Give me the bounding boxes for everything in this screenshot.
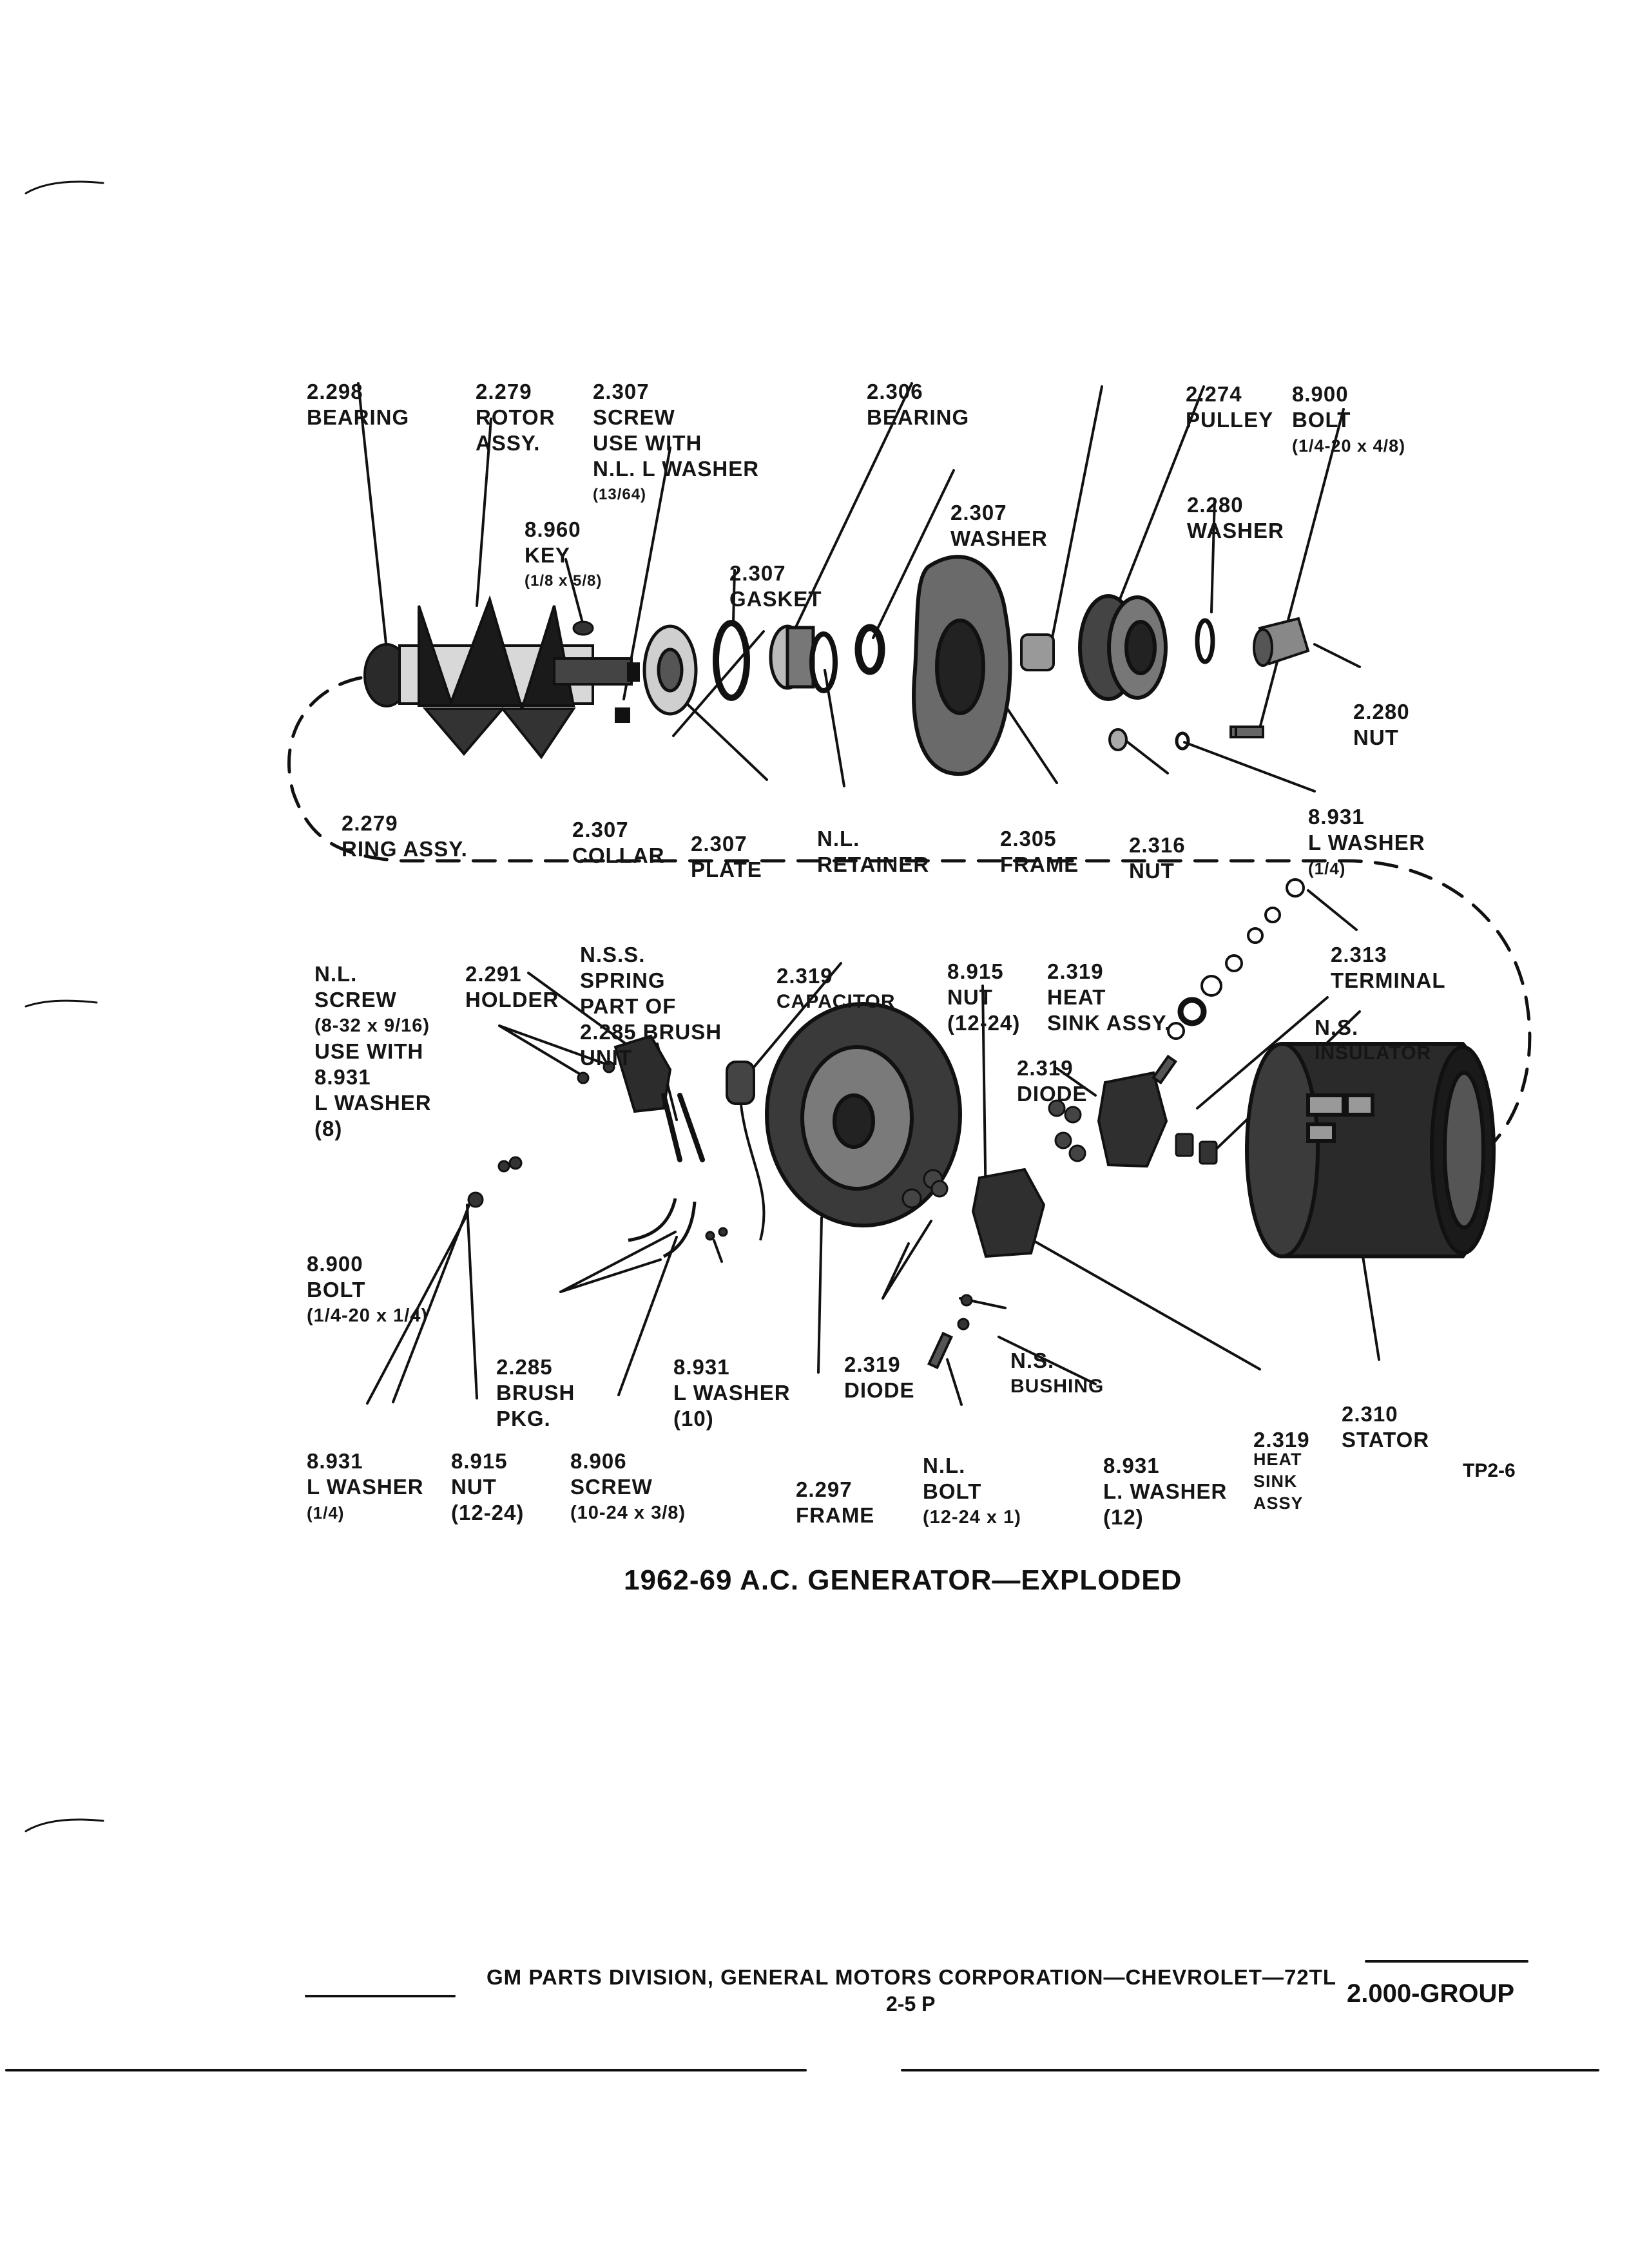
small-l-washer <box>1175 731 1190 751</box>
stator <box>1245 1042 1496 1258</box>
through-bolt <box>1229 726 1264 738</box>
footer-page-number: 2-5 P <box>886 1992 936 2015</box>
brush-package <box>628 1198 697 1258</box>
lower-bolt <box>467 1156 523 1208</box>
figure-id: TP2-6 <box>1463 1460 1516 1481</box>
label-heat-sink-number: 2.319 <box>1253 1428 1310 1452</box>
heat-sink-upper <box>1097 1071 1168 1168</box>
insulators <box>1175 1133 1218 1165</box>
rear-bearing <box>1020 633 1055 671</box>
slip-ring-end-frame <box>765 1002 962 1227</box>
heat-sink-lower <box>971 1168 1046 1258</box>
capacitor <box>726 1061 766 1241</box>
rotor-assembly <box>363 595 640 760</box>
diodes-left <box>901 1169 949 1209</box>
screws-and-washers <box>577 1061 615 1084</box>
assembly-connector-dashed-line <box>287 676 1532 1169</box>
label-retainer-nl: N.L.RETAINER <box>817 827 930 876</box>
diodes-right <box>1048 1099 1086 1162</box>
collar <box>615 707 630 723</box>
lower-nl-bolt <box>927 1331 953 1370</box>
terminal-bolt <box>1152 1054 1177 1085</box>
margin-mark-middle <box>24 999 98 1008</box>
bushing <box>957 1294 973 1331</box>
plate <box>642 624 698 716</box>
margin-mark-bottom <box>24 1818 104 1832</box>
small-screw <box>705 1227 728 1241</box>
key <box>572 620 594 636</box>
retainer <box>809 631 838 693</box>
margin-mark-top <box>24 180 104 195</box>
brush-springs <box>661 1093 705 1162</box>
footer-group: 2.000-GROUP <box>1347 1979 1515 2008</box>
diagram-title: 1962-69 A.C. GENERATOR—EXPLODED <box>624 1564 1182 1596</box>
pulley-washer <box>1195 618 1215 664</box>
label-bushing-ns: N.S.BUSHING <box>1010 1349 1104 1397</box>
pulley-nut <box>1253 617 1310 667</box>
drive-end-frame <box>912 555 1012 776</box>
footer-publisher: GM PARTS DIVISION, GENERAL MOTORS CORPOR… <box>487 1965 1336 1989</box>
front-bearing <box>769 624 815 690</box>
label-bolt-nl-lower: N.L.BOLT(12-24 x 1) <box>923 1454 1021 1528</box>
small-nut <box>1108 728 1128 751</box>
pulley <box>1078 594 1168 701</box>
washer-front <box>854 624 885 675</box>
label-insulator-ns: N.S.INSULATOR <box>1315 1015 1432 1064</box>
brush-holder <box>613 1034 672 1113</box>
terminal-washers <box>1167 878 1305 1040</box>
gasket <box>713 620 750 701</box>
